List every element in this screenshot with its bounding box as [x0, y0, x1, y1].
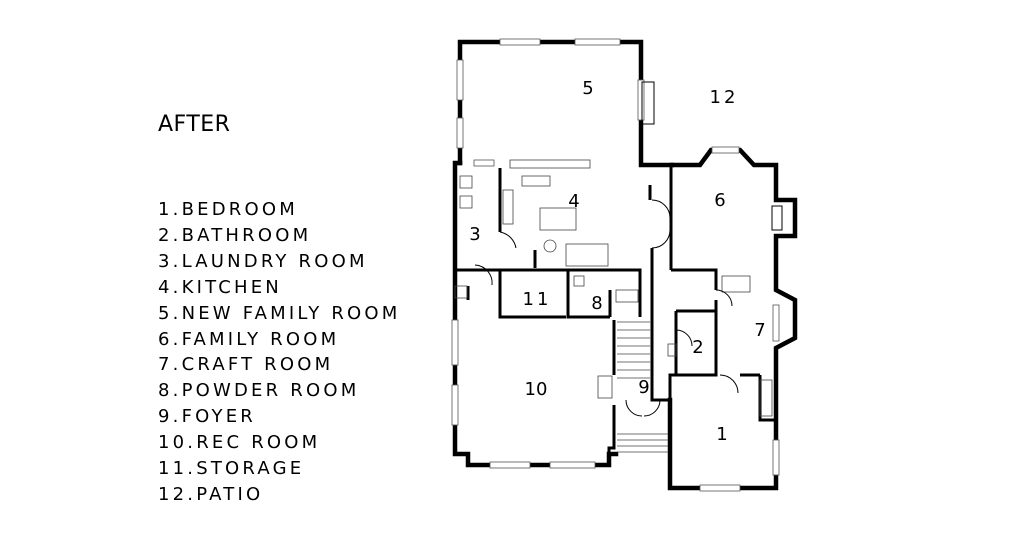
exterior-walls	[452, 39, 798, 491]
fireplace	[771, 205, 783, 231]
legend-item: 12.PATIO	[158, 483, 264, 505]
interior-walls	[455, 168, 776, 454]
room-label-craft: 7	[754, 320, 765, 341]
room-label-storage: 11	[523, 289, 552, 310]
legend-item: 3.LAUNDRY ROOM	[158, 250, 368, 272]
legend-item: 10.REC ROOM	[158, 432, 321, 454]
room-label-kitchen: 4	[568, 191, 579, 212]
room-label-new-family: 5	[582, 78, 593, 99]
legend-item: 8.POWDER ROOM	[158, 380, 360, 402]
room-label-rec: 10	[525, 379, 548, 400]
room-labels: 1 2 3 4 5 6 7 8 9 10 11 12	[469, 78, 765, 445]
legend-item: 6.FAMILY ROOM	[158, 328, 340, 350]
room-label-bedroom: 1	[716, 424, 727, 445]
fixtures	[454, 159, 773, 453]
legend-item: 2.BATHROOM	[158, 224, 312, 246]
patio-door	[641, 81, 655, 125]
room-label-laundry: 3	[469, 224, 480, 245]
room-label-bathroom: 2	[692, 337, 703, 358]
windows	[451, 38, 780, 492]
plan-title: AFTER	[158, 112, 231, 137]
legend-item: 11.STORAGE	[158, 458, 305, 480]
room-label-patio: 12	[710, 87, 739, 108]
legend-item: 5.NEW FAMILY ROOM	[158, 302, 401, 324]
room-legend: 1.BEDROOM 2.BATHROOM 3.LAUNDRY ROOM 4.KI…	[158, 197, 401, 508]
legend-item: 7.CRAFT ROOM	[158, 354, 334, 376]
room-label-family: 6	[714, 190, 725, 211]
legend-item: 4.KITCHEN	[158, 276, 282, 298]
room-label-foyer: 9	[638, 377, 649, 398]
legend-item: 1.BEDROOM	[158, 199, 298, 220]
room-label-powder: 8	[591, 293, 602, 314]
legend-item: 9.FOYER	[158, 406, 256, 428]
